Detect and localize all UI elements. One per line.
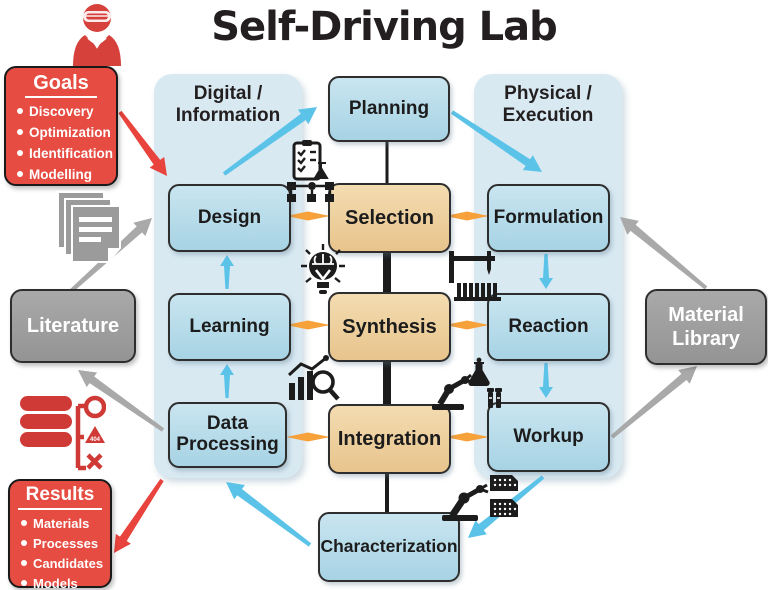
robot-flask-icon: [430, 354, 502, 417]
svg-text:404: 404: [90, 437, 101, 443]
goals-item: Modelling: [16, 165, 112, 186]
robot-plates-icon: [442, 471, 524, 528]
node-synthesis: Synthesis: [328, 292, 451, 362]
node-workup: Workup: [487, 402, 610, 472]
node-data-processing: Data Processing: [168, 402, 287, 468]
node-characterization: Characterization: [318, 512, 460, 582]
plan-checklist-icon: [285, 139, 339, 208]
page-title: Self-Driving Lab: [211, 4, 558, 50]
database-issues-icon: 404: [14, 390, 107, 483]
goals-item: Discovery: [16, 102, 112, 123]
node-reaction: Reaction: [487, 293, 610, 361]
results-box: Results Materials Processes Candidates M…: [8, 479, 112, 590]
data-analytics-icon: [286, 355, 342, 408]
node-learning: Learning: [168, 293, 291, 361]
digital-panel-header: Digital / Information: [175, 83, 281, 126]
goals-item: Identification: [16, 144, 113, 165]
results-title: Results: [10, 484, 110, 510]
node-selection: Selection: [328, 183, 451, 253]
node-planning: Planning: [328, 76, 450, 142]
goals-list: Discovery Optimization Identification Mo…: [6, 102, 116, 186]
node-formulation: Formulation: [487, 184, 610, 252]
goals-box: Goals Discovery Optimization Identificat…: [4, 66, 118, 186]
node-integration: Integration: [328, 404, 451, 474]
literature-box: Literature: [10, 289, 136, 363]
results-item: Processes: [20, 534, 106, 554]
results-item: Materials: [20, 514, 106, 534]
node-design: Design: [168, 184, 291, 252]
idea-brain-icon: [298, 242, 348, 307]
scientist-icon: [68, 2, 126, 71]
liquid-handler-icon: [443, 251, 505, 308]
results-list: Materials Processes Candidates Models: [10, 514, 110, 590]
results-item: Models: [20, 574, 106, 590]
goals-item: Optimization: [16, 123, 112, 144]
results-item: Candidates: [20, 554, 106, 574]
goals-title: Goals: [6, 72, 116, 98]
physical-panel-header: Physical / Execution: [502, 83, 594, 126]
documents-icon: [52, 190, 128, 271]
